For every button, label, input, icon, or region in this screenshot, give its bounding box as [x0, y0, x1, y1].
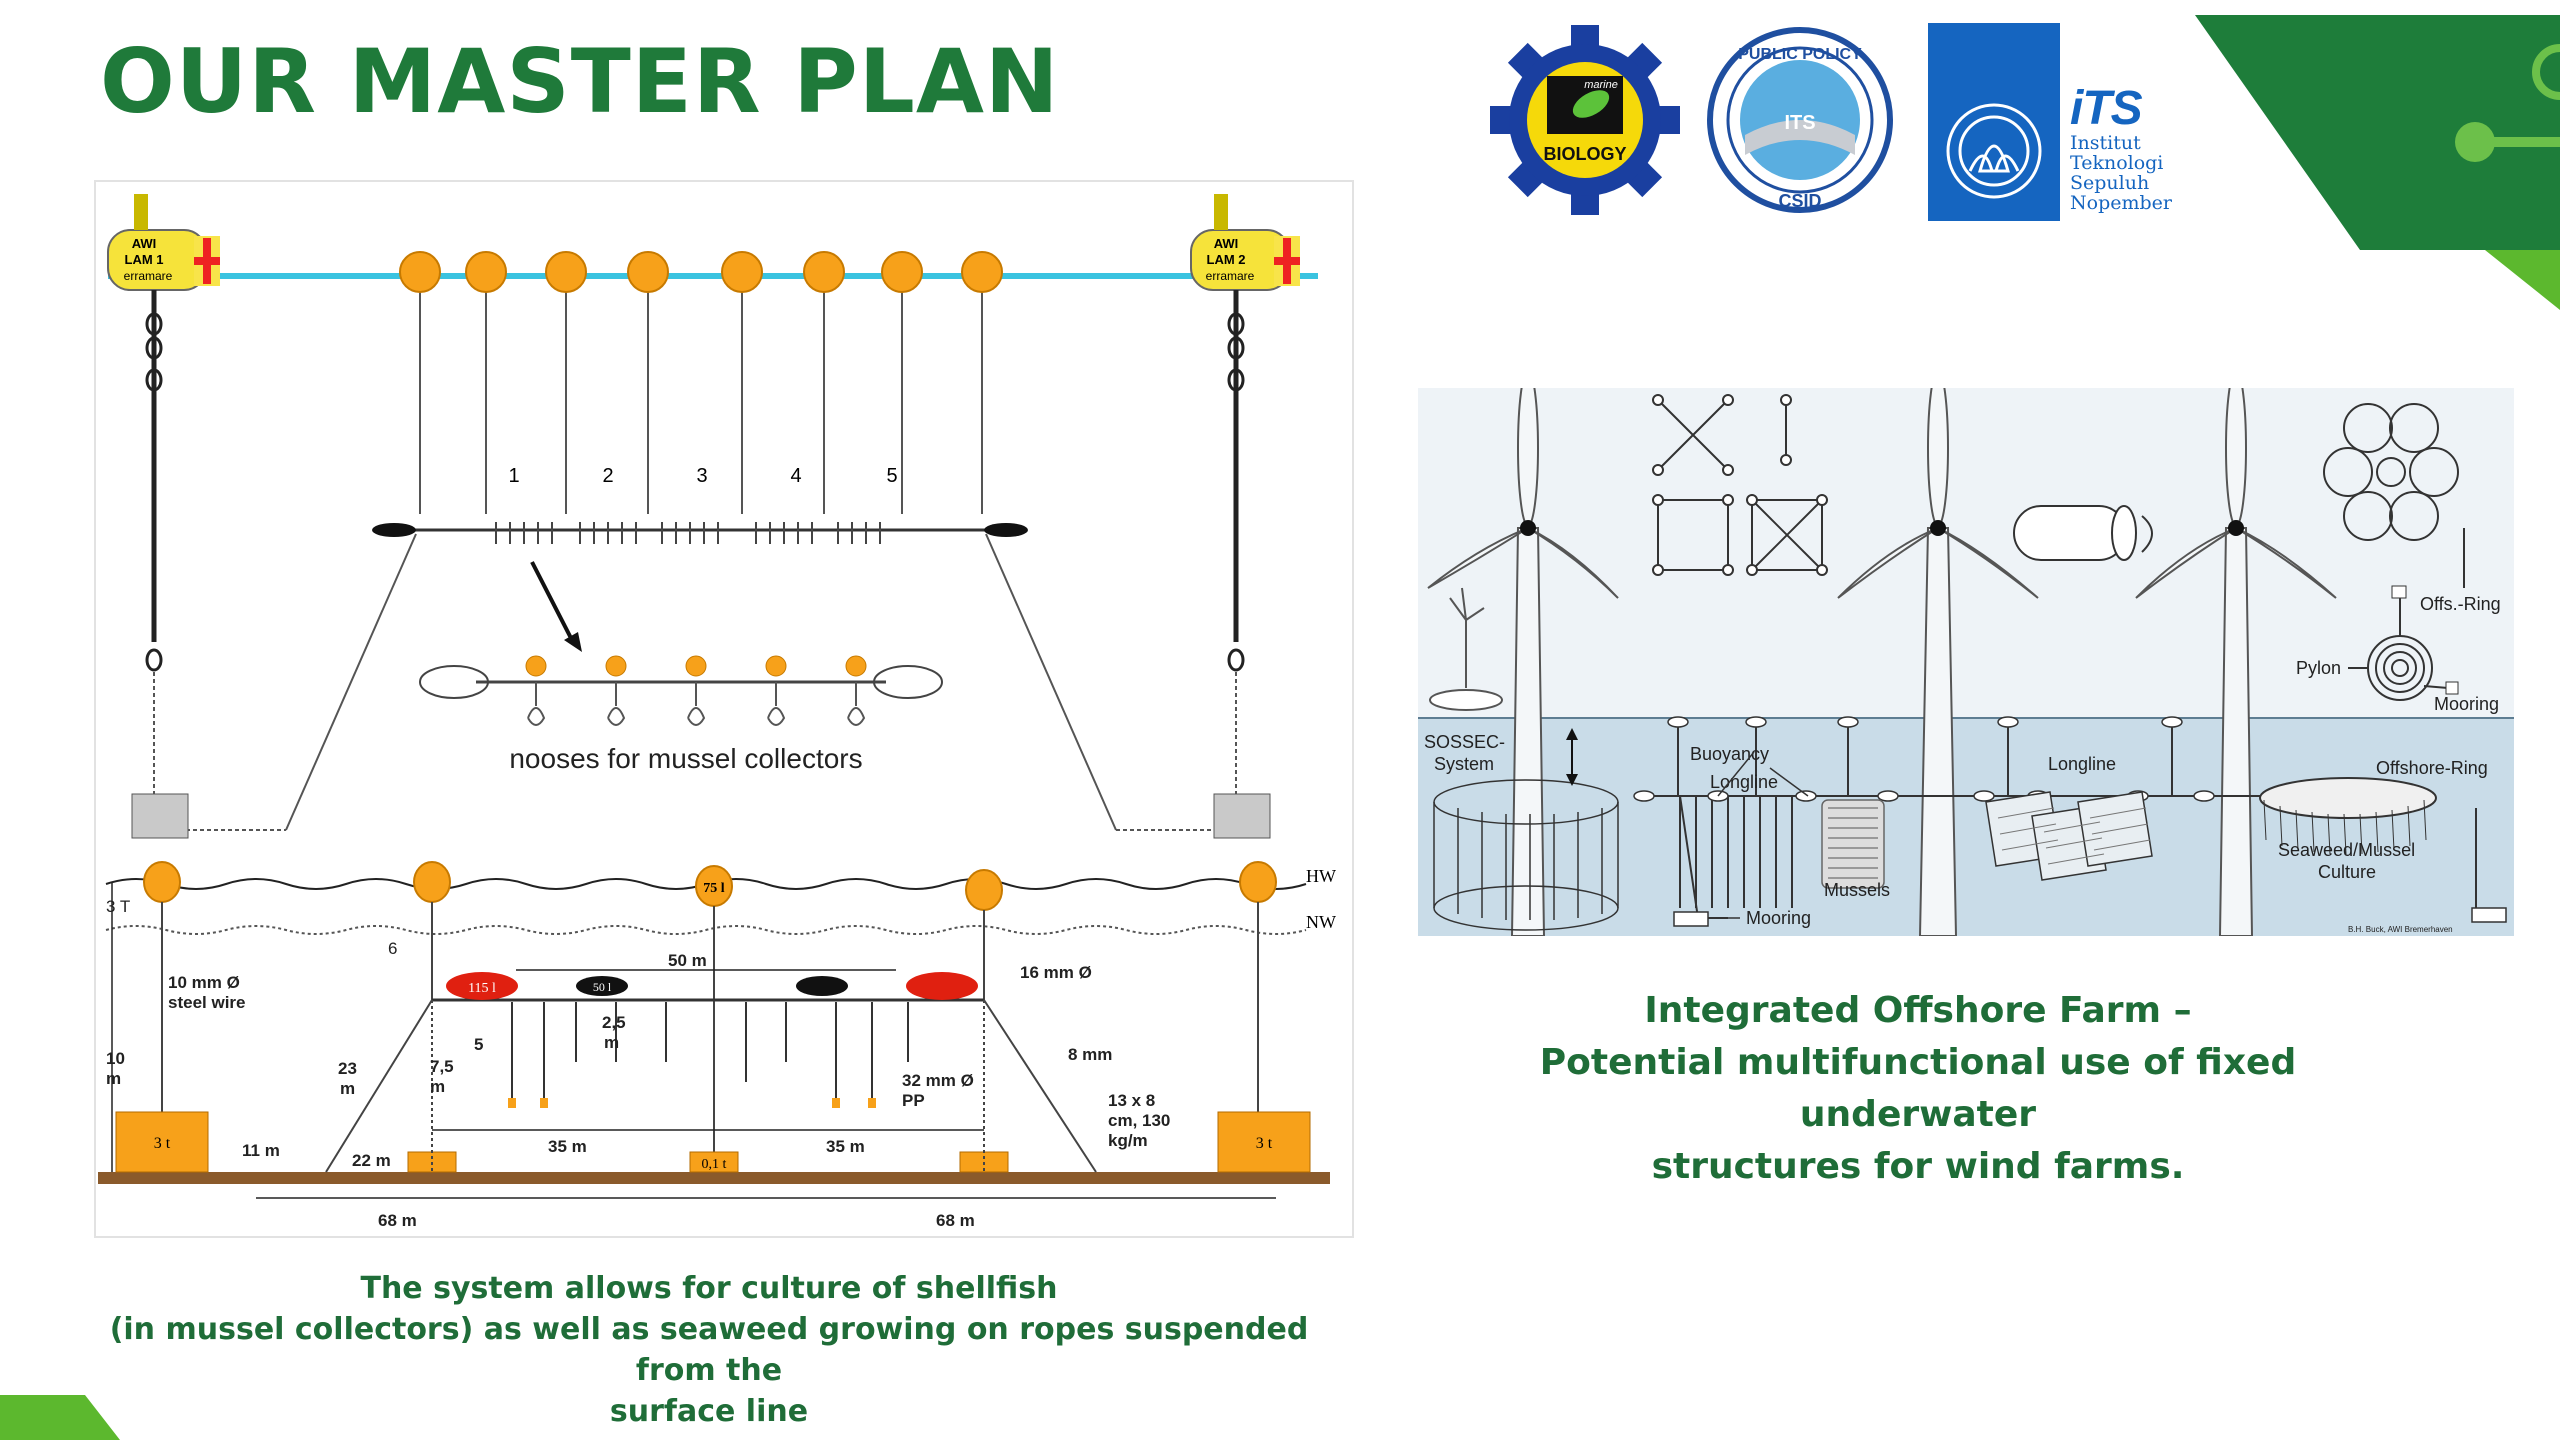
tide-nw: NW	[1306, 912, 1336, 932]
label-offs-ring: Offs.-Ring	[2420, 594, 2501, 614]
label-system: System	[1434, 754, 1494, 774]
buoy-right-l2: LAM 2	[1207, 252, 1246, 267]
dim-35m-right: 35 m	[826, 1137, 865, 1156]
caption-left-line-2: (in mussel collectors) as well as seawee…	[109, 1312, 1309, 1388]
buoy-right-l3: erramare	[1206, 269, 1255, 283]
buoy-left-l3: erramare	[124, 269, 173, 283]
float-115l: 115 l	[468, 981, 496, 996]
marine-text: marine	[1584, 79, 1618, 91]
tide-hw: HW	[1306, 866, 1336, 886]
dim-chain-3: kg/m	[1108, 1131, 1148, 1150]
dim-10mm: 10 mm Ø	[168, 973, 240, 992]
wind-turbines	[1427, 369, 2337, 937]
label-offshore-ring: Offshore-Ring	[2376, 758, 2488, 778]
surface-floats	[399, 251, 1003, 293]
dim-23: 23	[338, 1059, 357, 1078]
dim-10m: 10	[106, 1049, 125, 1068]
longline-system-diagram: AWI LAM 1 erramare AWI LAM 2 erramare	[94, 180, 1354, 1238]
csid-bottom-text: CSID	[1778, 191, 1821, 211]
dim-11m: 11 m	[242, 1141, 280, 1160]
page-title: OUR MASTER PLAN	[100, 30, 1060, 133]
caption-right-line-3: structures for wind farms.	[1651, 1146, 2185, 1187]
buoy-left-l1: AWI	[132, 236, 157, 251]
label-mooring-bottom: Mooring	[1746, 908, 1811, 928]
buoy-left-l2: LAM 1	[125, 252, 164, 267]
dim-7-5: 7,5	[430, 1057, 454, 1076]
dim-2-5-unit: m	[604, 1033, 619, 1052]
dim-10m-unit: m	[106, 1069, 121, 1088]
section-number-2: 2	[602, 465, 613, 487]
csid-top-text: PUBLIC POLICY	[1738, 46, 1862, 63]
corner-decoration-bottom	[0, 1395, 120, 1440]
dim-2-5: 2,5	[602, 1013, 626, 1032]
anchor-right-weight: 3 t	[1256, 1135, 1273, 1152]
float-75l: 75 l	[703, 881, 725, 896]
section-number-1: 1	[508, 465, 519, 487]
label-mussels: Mussels	[1824, 880, 1890, 900]
its-brand-text: iTS	[2070, 82, 2143, 135]
dim-50m: 50 m	[668, 951, 707, 970]
dim-32mm: 32 mm Ø	[902, 1071, 974, 1090]
its-line-2: Teknologi	[2070, 152, 2164, 174]
section-number-3: 3	[696, 465, 707, 487]
dim-steel-wire: steel wire	[168, 993, 246, 1012]
structure-icons	[1657, 399, 2465, 588]
its-line-3: Sepuluh Nopember	[2070, 172, 2172, 214]
float-50l: 50 l	[593, 980, 612, 994]
dim-68m-right: 68 m	[936, 1211, 975, 1230]
nooses-label: nooses for mussel collectors	[509, 743, 862, 774]
its-wordmark: iTS Institut Teknologi Sepuluh Nopember	[2070, 82, 2250, 214]
caption-left: The system allows for culture of shellfi…	[94, 1268, 1324, 1432]
side-view-section: HW NW 75 l 3 t 3 t 0,1 t	[98, 861, 1336, 1230]
its-emblem-logo	[1928, 23, 2060, 221]
dim-5: 5	[474, 1035, 483, 1054]
dim-68m-left: 68 m	[378, 1211, 417, 1230]
dim-chain-1: 13 x 8	[1108, 1091, 1155, 1110]
nooses-detail: nooses for mussel collectors	[419, 655, 943, 774]
longline-system-svg: AWI LAM 1 erramare AWI LAM 2 erramare	[98, 194, 1336, 1230]
dim-pp: PP	[902, 1091, 925, 1110]
label-culture: Culture	[2318, 862, 2376, 882]
anchor-left-weight: 3 t	[154, 1135, 171, 1152]
offshore-farm-diagram: SOSSEC- System Buoyancy Longline Mussels…	[1418, 369, 2514, 937]
caption-right-line-1: Integrated Offshore Farm –	[1644, 990, 2192, 1031]
biology-text: BIOLOGY	[1543, 144, 1626, 164]
section-number-5: 5	[886, 465, 897, 487]
dim-7-5-unit: m	[430, 1077, 445, 1096]
label-pylon: Pylon	[2296, 658, 2341, 678]
dim-8mm: 8 mm	[1068, 1045, 1112, 1064]
label-mooring-right: Mooring	[2434, 694, 2499, 714]
caption-left-line-3: surface line	[609, 1394, 809, 1429]
label-seaweed: Seaweed/Mussel	[2278, 840, 2415, 860]
label-credit: B.H. Buck, AWI Bremerhaven	[2348, 925, 2453, 934]
dim-22m: 22 m	[352, 1151, 391, 1170]
dim-3t: 3 T	[106, 897, 130, 916]
dim-6: 6	[388, 939, 397, 958]
partner-logos: marine BIOLOGY PUBLIC POLICY ITS CSID iT…	[1480, 15, 2250, 230]
label-sossec: SOSSEC-	[1424, 732, 1505, 752]
offshore-farm-svg: SOSSEC- System Buoyancy Longline Mussels…	[1418, 369, 2514, 937]
csid-logo: PUBLIC POLICY ITS CSID	[1707, 27, 1893, 213]
csid-center-text: ITS	[1784, 112, 1815, 134]
label-longline-left: Longline	[1710, 772, 1778, 792]
marine-biology-logo: marine BIOLOGY	[1490, 25, 1680, 215]
sossec-cage	[1433, 779, 1619, 931]
section-number-4: 4	[790, 465, 801, 487]
dim-chain-2: cm, 130	[1108, 1111, 1170, 1130]
caption-left-line-1: The system allows for culture of shellfi…	[360, 1271, 1058, 1306]
label-longline-right: Longline	[2048, 754, 2116, 774]
dim-35m-left: 35 m	[548, 1137, 587, 1156]
buoy-left: AWI LAM 1 erramare	[107, 194, 220, 291]
corner-decoration	[2195, 15, 2560, 310]
center-weight: 0,1 t	[702, 1157, 727, 1172]
buoy-right: AWI LAM 2 erramare	[1190, 194, 1300, 291]
caption-right: Integrated Offshore Farm – Potential mul…	[1418, 985, 2418, 1193]
caption-right-line-2: Potential multifunctional use of fixed u…	[1539, 1042, 2297, 1135]
dim-23-unit: m	[340, 1079, 355, 1098]
buoy-right-l1: AWI	[1214, 236, 1239, 251]
label-buoyancy: Buoyancy	[1690, 744, 1769, 764]
its-line-1: Institut	[2070, 132, 2141, 154]
dim-16mm: 16 mm Ø	[1020, 963, 1092, 982]
